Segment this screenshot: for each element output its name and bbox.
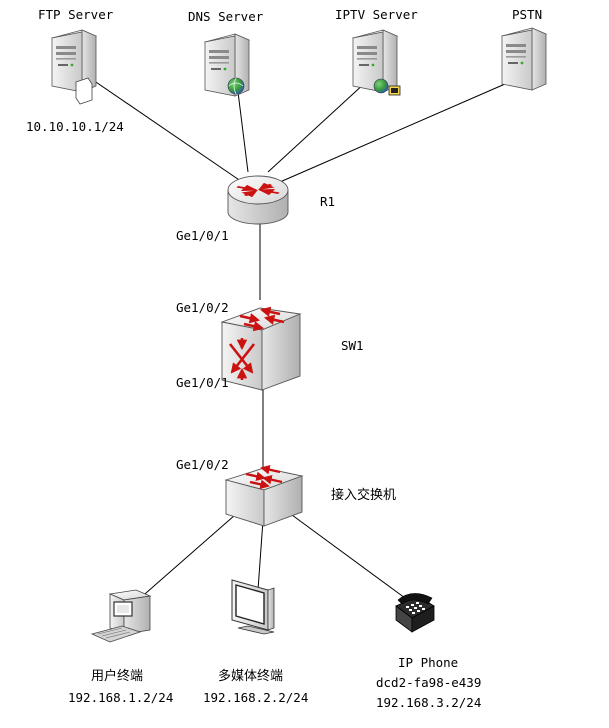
sw1-port-up-label: Ge1/0/2 bbox=[176, 300, 229, 315]
monitor-icon bbox=[231, 579, 275, 635]
user-terminal[interactable] bbox=[90, 589, 152, 643]
mm-ip-label: 192.168.2.2/24 bbox=[203, 690, 308, 705]
link-pstn-r1 bbox=[279, 83, 506, 183]
switch-icon bbox=[224, 464, 304, 527]
document-icon bbox=[75, 77, 93, 105]
pc-name-label: 用户终端 bbox=[91, 668, 143, 684]
dns-server-label: DNS Server bbox=[188, 9, 264, 24]
iptv-server[interactable] bbox=[352, 29, 401, 96]
sw1-label: SW1 bbox=[341, 338, 364, 353]
access-port-up-label: Ge1/0/2 bbox=[176, 457, 229, 472]
pstn-node[interactable] bbox=[501, 27, 547, 91]
link-iptv-r1 bbox=[267, 81, 367, 173]
phone-ip-label: 192.168.3.2/24 bbox=[376, 695, 481, 710]
phone-name-label: IP Phone bbox=[398, 655, 458, 670]
multimedia-terminal[interactable] bbox=[231, 579, 275, 635]
phone-icon bbox=[395, 593, 435, 633]
iptv-server-label: IPTV Server bbox=[335, 7, 418, 22]
switch-icon bbox=[220, 306, 302, 391]
sw1-port-down-label: Ge1/0/1 bbox=[176, 375, 229, 390]
globe-icon bbox=[227, 77, 245, 95]
link-dns-r1 bbox=[237, 91, 249, 173]
ftp-server-label: FTP Server bbox=[38, 7, 114, 22]
ftp-ip-label: 10.10.10.1/24 bbox=[26, 119, 124, 134]
dns-server[interactable] bbox=[204, 33, 250, 97]
ftp-server[interactable] bbox=[51, 29, 97, 105]
link-access-pc bbox=[137, 514, 236, 601]
access-switch-label: 接入交换机 bbox=[331, 487, 396, 503]
pstn-label: PSTN bbox=[512, 7, 542, 22]
r1-port-down-label: Ge1/0/1 bbox=[176, 228, 229, 243]
link-access-mm bbox=[257, 519, 264, 591]
globe-icon bbox=[373, 78, 389, 94]
server-icon bbox=[501, 27, 547, 91]
access-switch[interactable] bbox=[224, 464, 304, 527]
pc-icon bbox=[90, 589, 152, 643]
ip-phone[interactable] bbox=[395, 593, 435, 633]
pc-ip-label: 192.168.1.2/24 bbox=[68, 690, 173, 705]
phone-mac-label: dcd2-fa98-e439 bbox=[376, 675, 481, 690]
link-access-phone bbox=[291, 514, 406, 599]
mm-name-label: 多媒体终端 bbox=[218, 668, 283, 684]
router-r1[interactable] bbox=[227, 175, 289, 225]
switch-sw1[interactable] bbox=[220, 306, 302, 391]
r1-label: R1 bbox=[320, 194, 335, 209]
router-icon bbox=[227, 175, 289, 225]
link-ftp-r1 bbox=[89, 77, 249, 187]
